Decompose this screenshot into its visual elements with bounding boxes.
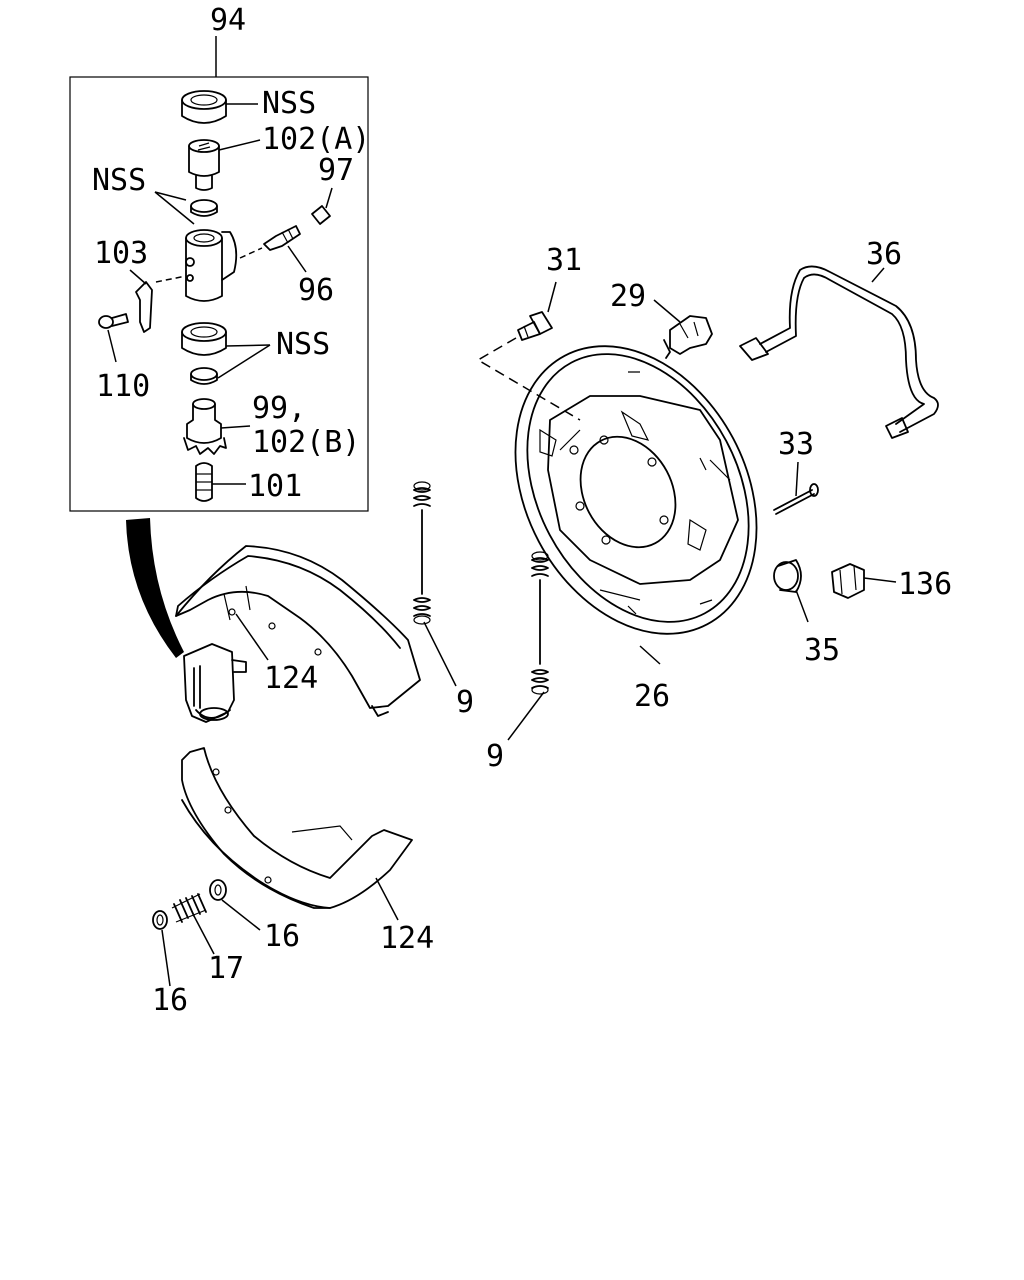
- label-124-upper: 124: [264, 661, 318, 696]
- label-101: 101: [248, 469, 302, 504]
- wheel-cylinder-inset-box: [69, 36, 369, 512]
- return-spring-lower-part: [507, 551, 549, 741]
- label-9-left: 9: [486, 739, 504, 774]
- hold-down-washer-outer-part: [152, 910, 171, 987]
- label-16-right: 16: [264, 919, 300, 954]
- bolt-31-part: [517, 281, 557, 341]
- boot-seal-lower-part: [181, 322, 227, 356]
- backing-plate-part: [514, 345, 758, 665]
- clip-136-part: [831, 563, 897, 599]
- label-17: 17: [208, 951, 244, 986]
- label-103: 103: [94, 236, 148, 271]
- adjuster-piston-part: [183, 398, 251, 455]
- label-35: 35: [804, 633, 840, 668]
- cup-seal-upper-part: [190, 199, 218, 217]
- label-94: 94: [210, 3, 246, 38]
- label-nss-top: NSS: [262, 86, 316, 121]
- label-nss-left: NSS: [92, 163, 146, 198]
- pin-33-part: [773, 461, 819, 515]
- nss-left-leaders: [154, 191, 195, 225]
- label-136: 136: [898, 567, 952, 602]
- label-29: 29: [610, 279, 646, 314]
- boot-seal-top-part: [181, 90, 258, 124]
- nss-mid-leaders: [217, 344, 271, 379]
- screw-110-part: [98, 313, 129, 363]
- piston-a-part: [188, 139, 261, 191]
- adjuster-screw-part: [195, 462, 246, 502]
- hold-down-washer-inner-part: [209, 879, 261, 931]
- bleeder-cap-part: [311, 187, 333, 225]
- hold-down-spring-part: [171, 893, 215, 955]
- label-102a: 102(A): [262, 122, 370, 157]
- label-26: 26: [634, 679, 670, 714]
- label-31: 31: [546, 243, 582, 278]
- label-99: 99,: [252, 391, 306, 426]
- label-16-left: 16: [152, 983, 188, 1018]
- label-36: 36: [866, 237, 902, 272]
- plate-103-part: [129, 269, 153, 333]
- clip-29-part: [653, 299, 713, 359]
- bolt-guide-dashed-line: [476, 337, 581, 421]
- label-9-right: 9: [456, 685, 474, 720]
- label-110: 110: [96, 369, 150, 404]
- bleeder-screw-part: [239, 225, 307, 273]
- cup-seal-lower-part: [190, 367, 218, 385]
- assembly-pointer-arrow: [126, 518, 184, 658]
- label-96: 96: [298, 273, 334, 308]
- label-124-lower: 124: [380, 921, 434, 956]
- cylinder-body-part: [155, 229, 238, 302]
- label-33: 33: [778, 427, 814, 462]
- brake-pipe-part: [739, 265, 939, 439]
- brake-shoe-lower-part: [181, 747, 413, 921]
- label-97: 97: [318, 153, 354, 188]
- brake-shoe-upper-part: [175, 545, 421, 717]
- return-spring-upper-part: [413, 481, 457, 687]
- assembled-wheel-cylinder-part: [183, 643, 247, 723]
- label-102b: 102(B): [252, 425, 360, 460]
- plug-35-part: [773, 559, 809, 623]
- label-nss-mid: NSS: [276, 327, 330, 362]
